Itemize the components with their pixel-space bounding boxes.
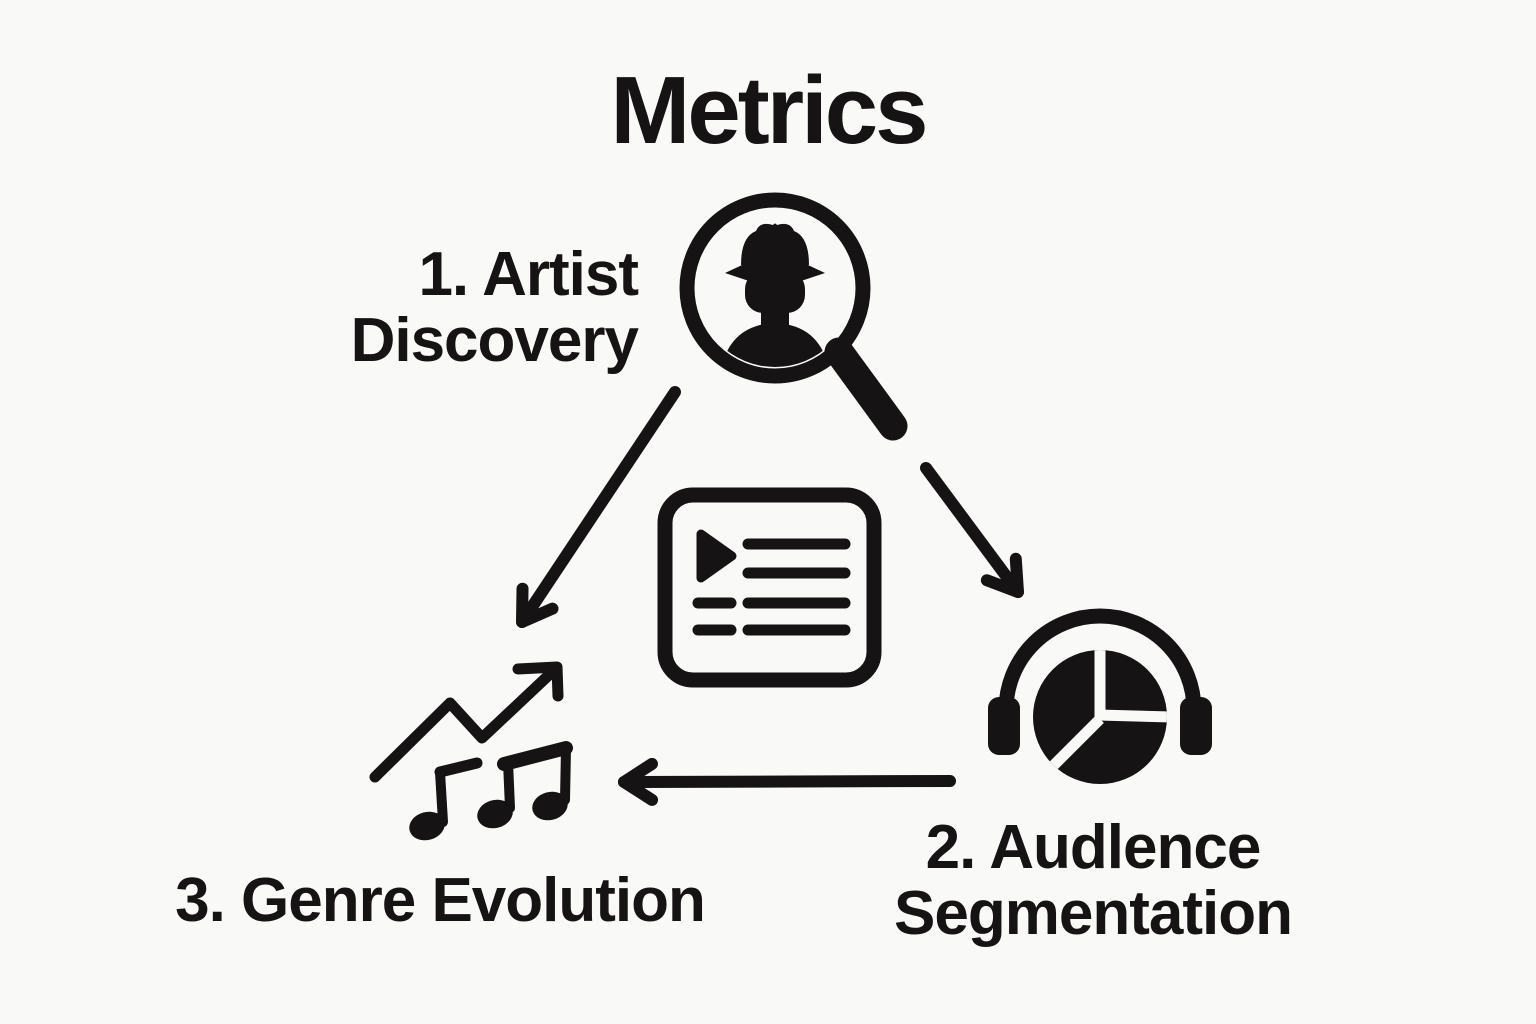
- arrow-artist-to-genre: [516, 386, 681, 628]
- hat-crown: [741, 223, 809, 265]
- artist-discovery-label: 1. Artist Discovery: [350, 240, 639, 375]
- genre-evolution-label: 3. Genre Evolution: [175, 866, 706, 935]
- headphone-band: [998, 608, 1202, 718]
- headphone-earcup-right: [1180, 697, 1212, 755]
- trend-line-music-notes-icon: [369, 661, 573, 841]
- arrow-audience-to-genre: [618, 757, 956, 806]
- arrow-artist-to-audience: [920, 462, 1024, 598]
- magnifier-lens-ring: [679, 192, 871, 384]
- face: [745, 271, 805, 313]
- play-triangle-icon: [696, 529, 737, 583]
- trend-up-arrow: [369, 661, 564, 783]
- card-outline: [657, 487, 882, 688]
- artist-search-magnifier-icon: [679, 192, 908, 441]
- playlist-lines: [692, 538, 851, 636]
- magnifier-handle: [824, 337, 908, 441]
- audience-segmentation-label: 2. Audlence Segmentation: [894, 813, 1293, 948]
- music-notes: [409, 741, 573, 841]
- playlist-card-icon: [657, 487, 882, 688]
- headphones-pie-chart-icon: [988, 608, 1212, 784]
- headphone-earcup-left: [988, 697, 1020, 755]
- pie-slice-dividers: [1042, 650, 1167, 777]
- page-title: Metrics: [610, 57, 928, 164]
